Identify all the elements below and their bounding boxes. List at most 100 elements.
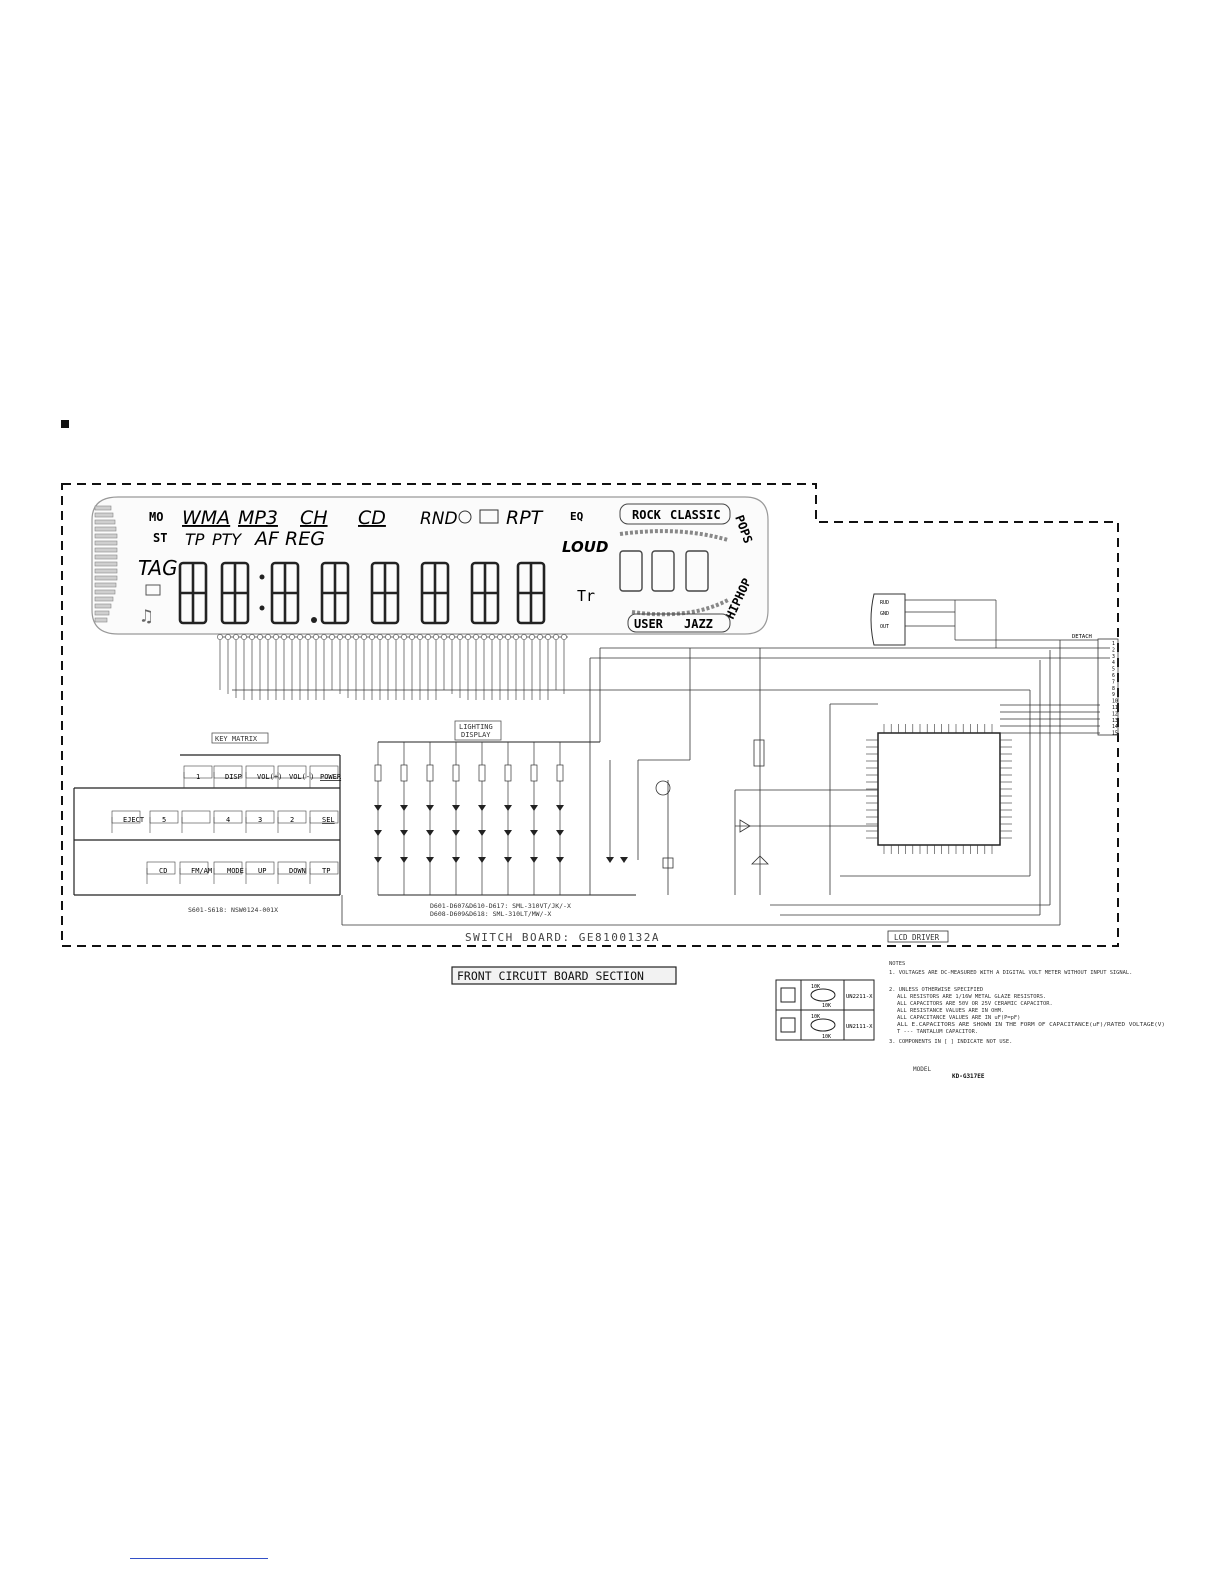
connector-pin: 8 bbox=[1112, 686, 1115, 692]
resistor bbox=[504, 764, 512, 782]
resistor bbox=[478, 764, 486, 782]
key-mode: MODE bbox=[227, 867, 244, 875]
connector-pin: 10 bbox=[1112, 699, 1118, 705]
lcd-pin bbox=[385, 634, 391, 640]
note-2e: ALL E.CAPACITORS ARE SHOWN IN THE FORM O… bbox=[897, 1022, 1165, 1028]
lcd-pin bbox=[297, 634, 303, 640]
lcd-panel: MO ST WMA MP3 CH CD RND RPT EQ TP PTY AF… bbox=[91, 496, 769, 635]
key-eject: EJECT bbox=[123, 816, 145, 824]
lcd-driver-label: LCD DRIVER bbox=[894, 933, 940, 942]
key-2: 2 bbox=[290, 816, 294, 824]
lcd-pin bbox=[225, 634, 231, 640]
lcd-wma: WMA bbox=[182, 507, 230, 529]
note-2: 2. UNLESS OTHERWISE SPECIFIED bbox=[889, 987, 983, 993]
led-diode bbox=[400, 805, 408, 811]
main-digits bbox=[178, 561, 546, 625]
led-diode bbox=[504, 857, 512, 863]
led-diode bbox=[478, 857, 486, 863]
led-diode bbox=[504, 830, 512, 836]
sensor-gnd: GND bbox=[880, 611, 889, 617]
lcd-pin bbox=[473, 634, 479, 640]
lcd-pin bbox=[249, 634, 255, 640]
footer-link-rule bbox=[130, 1558, 268, 1559]
sensor-rud: RUD bbox=[880, 600, 889, 606]
led-diode bbox=[426, 857, 434, 863]
led-part-2: D608-D609&D618: SML-310LT/MW/-X bbox=[430, 910, 551, 918]
connector-pin: 2 bbox=[1112, 647, 1115, 653]
key-sel: SEL bbox=[322, 816, 335, 824]
lcd-pin bbox=[233, 634, 239, 640]
notes-title: NOTES bbox=[889, 961, 905, 967]
key-matrix: KEY MATRIX bbox=[73, 732, 341, 896]
lighting-title-2: DISPLAY bbox=[461, 731, 491, 739]
lcd-pin bbox=[217, 634, 223, 640]
music-note-icon: ♫ bbox=[141, 606, 152, 627]
lcd-pin bbox=[337, 634, 343, 640]
section-title: FRONT CIRCUIT BOARD SECTION bbox=[457, 969, 644, 983]
led-diode bbox=[452, 805, 460, 811]
transistor-1-r2: 10K bbox=[822, 1003, 831, 1009]
key-cd: CD bbox=[159, 867, 167, 875]
led-part-1: D601-D607&D610-D617: SML-310VT/JK/-X bbox=[430, 902, 571, 910]
lcd-pin bbox=[497, 634, 503, 640]
key-disp: DISP bbox=[225, 773, 242, 781]
lcd-mp3: MP3 bbox=[238, 507, 278, 529]
connector-pin: 14 bbox=[1112, 724, 1118, 730]
led-diode bbox=[530, 857, 538, 863]
led-diode bbox=[504, 805, 512, 811]
lcd-pin bbox=[345, 634, 351, 640]
led-diode bbox=[374, 857, 382, 863]
lcd-pin bbox=[393, 634, 399, 640]
transistor-2-r1: 10K bbox=[811, 1014, 820, 1020]
connector-pin: 12 bbox=[1112, 711, 1118, 717]
resistor bbox=[400, 764, 408, 782]
key-down: DOWN bbox=[289, 867, 306, 875]
sensor-out: OUT bbox=[880, 624, 889, 630]
led-diode bbox=[478, 830, 486, 836]
key-5: 5 bbox=[162, 816, 166, 824]
lcd-pin bbox=[369, 634, 375, 640]
connector-name: DETACH bbox=[1072, 634, 1092, 640]
note-2d: ALL CAPACITANCE VALUES ARE IN uF(P=pF) bbox=[897, 1015, 1020, 1021]
lcd-tp: TP bbox=[185, 530, 205, 549]
lcd-pin bbox=[521, 634, 527, 640]
key-3: 3 bbox=[258, 816, 262, 824]
led-diode bbox=[426, 805, 434, 811]
lcd-loud: LOUD bbox=[562, 538, 608, 556]
lcd-pin bbox=[321, 634, 327, 640]
wiring bbox=[232, 640, 1110, 926]
key-switch bbox=[181, 810, 211, 824]
key-vol-up: VOL(+) bbox=[257, 773, 282, 781]
lcd-pin bbox=[433, 634, 439, 640]
resistor bbox=[452, 764, 460, 782]
transistor-2-r2: 10K bbox=[822, 1034, 831, 1040]
lcd-pin bbox=[449, 634, 455, 640]
lighting-display: LIGHTING DISPLAY bbox=[374, 720, 636, 896]
switch-board-label: SWITCH BOARD: GE8100132A bbox=[465, 931, 660, 944]
lcd-pin bbox=[401, 634, 407, 640]
lcd-reg: REG bbox=[285, 528, 325, 550]
lcd-pin bbox=[281, 634, 287, 640]
model-value: KD-G317EE bbox=[952, 1073, 985, 1080]
lcd-af: AF bbox=[253, 528, 280, 550]
lcd-rnd: RND bbox=[420, 509, 458, 529]
connector-pin: 9 bbox=[1112, 692, 1115, 698]
connector-pin: 13 bbox=[1112, 718, 1118, 724]
lcd-pin bbox=[489, 634, 495, 640]
lcd-pin bbox=[265, 634, 271, 640]
eq-rock: ROCK bbox=[632, 508, 662, 522]
small-digits bbox=[619, 550, 709, 592]
disc-icon bbox=[458, 510, 472, 524]
eq-jazz: JAZZ bbox=[684, 617, 713, 631]
connector-pin: 6 bbox=[1112, 673, 1115, 679]
section-bullet bbox=[61, 420, 69, 428]
led-diode bbox=[426, 830, 434, 836]
lcd-driver-ic bbox=[866, 724, 1012, 854]
lcd-rpt: RPT bbox=[506, 507, 544, 529]
note-2a: ALL RESISTORS ARE 1/16W METAL GLAZE RESI… bbox=[897, 994, 1046, 1000]
key-matrix-title: KEY MATRIX bbox=[215, 735, 258, 743]
lcd-pin bbox=[353, 634, 359, 640]
connector-pin: 3 bbox=[1112, 654, 1115, 660]
